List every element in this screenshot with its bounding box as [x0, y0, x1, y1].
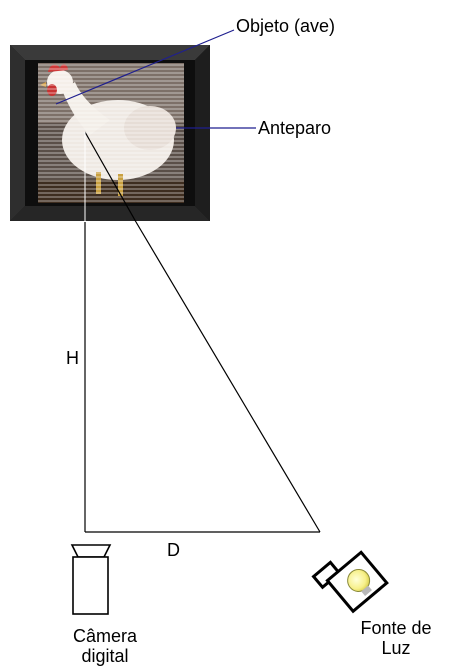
spotlight-bulb-icon: [311, 550, 389, 614]
height-label-h: H: [66, 348, 79, 368]
hen-photo: [38, 63, 184, 203]
screen-label: Anteparo: [258, 118, 332, 138]
camera-label: Câmera digital: [50, 626, 160, 666]
light-label-line1: Fonte de: [360, 618, 432, 638]
camera-label-line2: digital: [81, 646, 129, 666]
object-pointer-line: [55, 29, 235, 105]
shadow-line-inner: [84, 131, 137, 223]
camera-label-line1: Câmera: [72, 626, 138, 646]
hypotenuse-line: [135, 221, 321, 533]
distance-label-d: D: [167, 540, 180, 560]
light-label-line2: Luz: [381, 638, 411, 658]
light-source-label: Fonte de Luz: [344, 618, 448, 658]
right-triangle: [84, 131, 321, 533]
camera-icon: [70, 544, 112, 615]
object-label: Objeto (ave): [236, 16, 336, 36]
